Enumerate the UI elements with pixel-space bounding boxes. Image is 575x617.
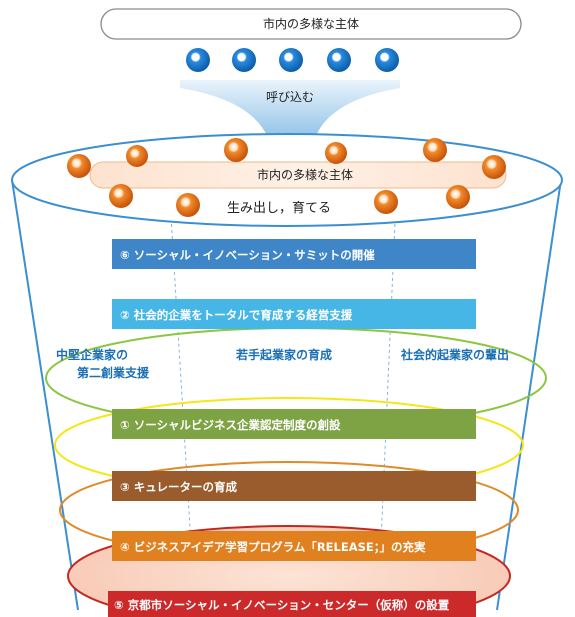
nurture-label: 生み出し，育てる xyxy=(227,200,331,216)
bar-3-rect xyxy=(112,471,476,501)
bar-2-label: ② 社会的企業をトータルで育成する経営支援 xyxy=(120,308,353,322)
bar-1: ① ソーシャルビジネス企業認定制度の創設 xyxy=(112,409,476,439)
orange-ball-icon xyxy=(224,138,248,162)
bar-5-label: ⑤ 京都市ソーシャル・イノベーション・センター（仮称）の設置 xyxy=(114,598,450,612)
orange-balls xyxy=(67,138,506,217)
orange-ball-icon xyxy=(176,193,200,217)
blue-ball-icon xyxy=(186,48,210,72)
orange-ball-icon xyxy=(325,142,347,164)
column-left-line2: 第二創業支援 xyxy=(77,365,150,380)
bar-5: ⑤ 京都市ソーシャル・イノベーション・センター（仮称）の設置 xyxy=(108,591,476,617)
down-arrow-icon: 呼び込む xyxy=(180,80,400,138)
orange-ball-icon xyxy=(67,154,91,178)
bar-4-rect xyxy=(112,531,476,561)
bar-3: ③ キュレーターの育成 xyxy=(112,471,476,501)
bar-6-label: ⑥ ソーシャル・イノベーション・サミットの開催 xyxy=(120,248,375,262)
bar-6-rect xyxy=(112,239,476,269)
column-center: 若手起業家の育成 xyxy=(235,347,332,362)
inner-label-text: 市内の多様な主体 xyxy=(257,167,353,182)
orange-ball-icon xyxy=(423,138,447,162)
orange-ball-icon xyxy=(126,145,148,167)
top-label-box: 市内の多様な主体 xyxy=(100,8,522,40)
bar-1-label: ① ソーシャルビジネス企業認定制度の創設 xyxy=(120,418,341,432)
inner-label-band: 市内の多様な主体 xyxy=(89,161,507,189)
orange-ball-icon xyxy=(446,185,470,209)
bar-1-rect xyxy=(112,409,476,439)
top-label-text: 市内の多様な主体 xyxy=(263,16,359,31)
orange-ball-icon xyxy=(109,184,133,208)
bar-5-rect xyxy=(108,591,476,617)
column-left-line1: 中堅企業家の xyxy=(56,347,128,362)
bar-4: ④ ビジネスアイデア学習プログラム「RELEASE；」の充実 xyxy=(112,531,476,561)
blue-ball-icon xyxy=(327,48,351,72)
column-right: 社会的起業家の輩出 xyxy=(400,347,509,362)
blue-ball-icon xyxy=(232,48,256,72)
orange-ball-icon xyxy=(482,155,506,179)
bar-2: ② 社会的企業をトータルで育成する経営支援 xyxy=(112,299,476,329)
blue-balls xyxy=(186,48,399,72)
blue-ball-icon xyxy=(279,48,303,72)
arrow-label: 呼び込む xyxy=(266,90,314,104)
bar-3-label: ③ キュレーターの育成 xyxy=(120,480,238,494)
blue-ball-icon xyxy=(375,48,399,72)
orange-ball-icon xyxy=(374,190,398,214)
bar-2-rect xyxy=(112,299,476,329)
bar-6: ⑥ ソーシャル・イノベーション・サミットの開催 xyxy=(112,239,476,269)
bar-4-label: ④ ビジネスアイデア学習プログラム「RELEASE；」の充実 xyxy=(120,540,426,554)
